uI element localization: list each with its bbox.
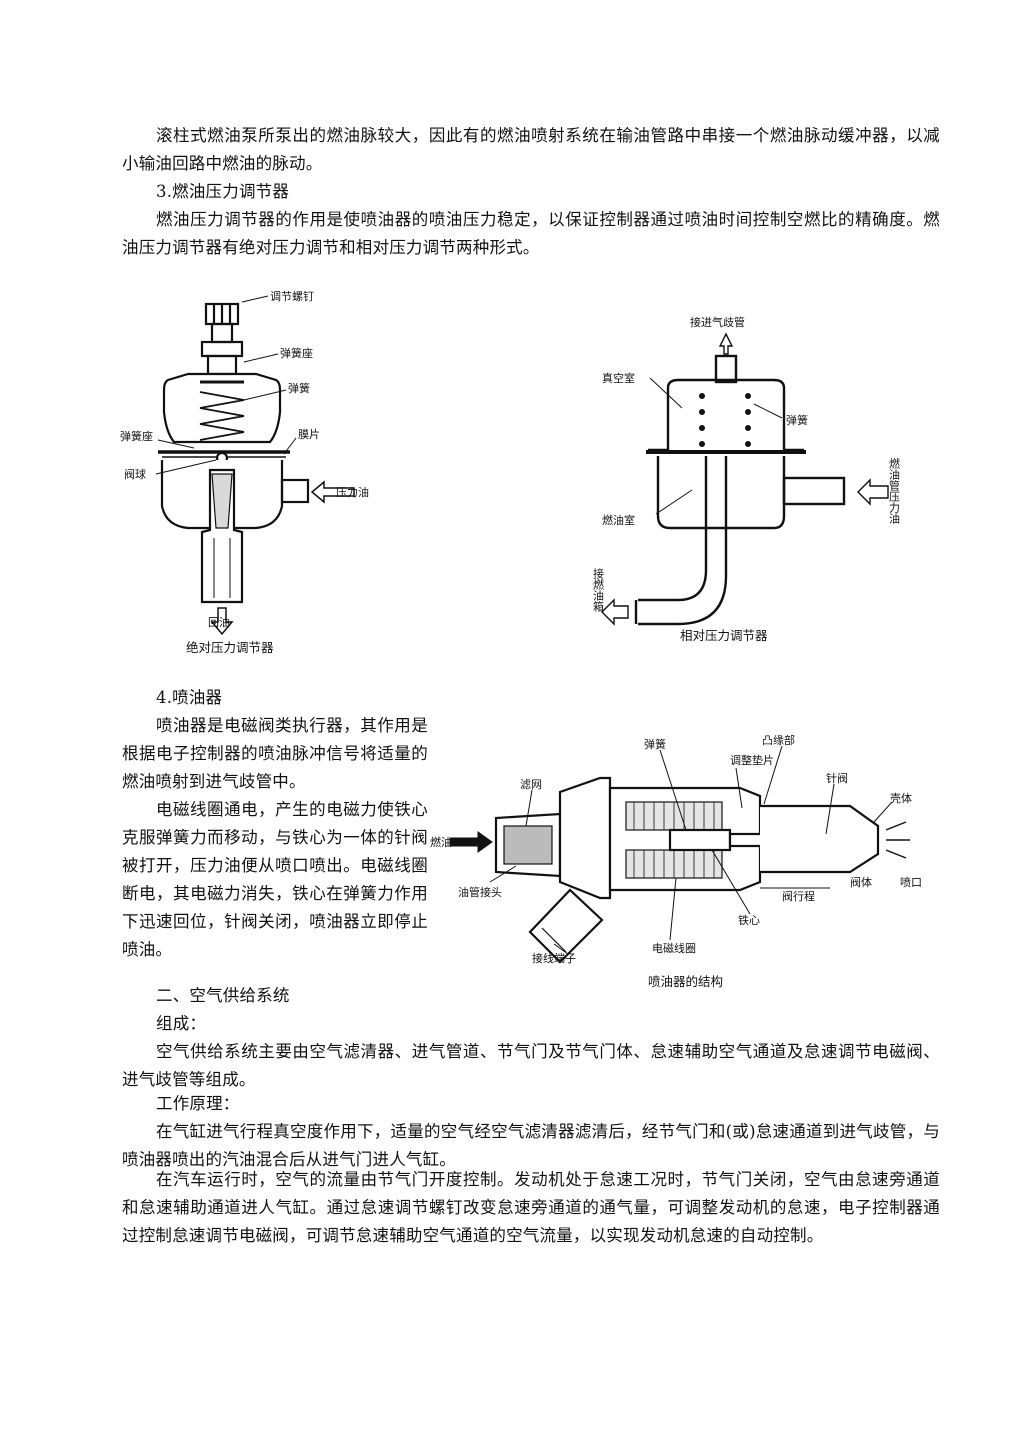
- label-fuel-in: 燃油: [430, 835, 452, 849]
- label-injector-spring: 弹簧: [644, 737, 666, 751]
- label-to-manifold: 接进气歧管: [690, 315, 745, 329]
- label-spring: 弹簧: [288, 381, 310, 395]
- relative-regulator-figure: 接进气歧管 真空室 弹簧 燃油室 燃油管压力油 接燃油箱 相对压力调节器: [592, 315, 901, 643]
- heading-injector: 4.喷油器: [156, 688, 223, 707]
- heading-air-supply: 二、空气供给系统: [156, 986, 290, 1005]
- caption-relative: 相对压力调节器: [680, 628, 768, 643]
- paragraph-fuel-pulse: 滚柱式燃油泵所泵出的燃油脉较大，因此有的燃油喷射系统在输油管路中串接一个燃油脉动…: [122, 126, 940, 173]
- label-spring-seat-left: 弹簧座: [120, 429, 153, 443]
- label-housing: 壳体: [890, 791, 912, 805]
- label-to-tank: 接燃油箱: [592, 568, 605, 613]
- caption-absolute: 绝对压力调节器: [186, 640, 274, 655]
- label-core: 铁心: [738, 914, 760, 927]
- label-filter: 滤网: [520, 778, 542, 791]
- label-coil: 电磁线圈: [652, 941, 696, 955]
- label-valve-body: 阀体: [850, 875, 872, 889]
- label-valve-ball: 阀球: [124, 467, 146, 481]
- label-flange: 凸缘部: [762, 733, 795, 747]
- label-return-oil: 回油: [208, 615, 230, 629]
- label-diaphragm: 膜片: [298, 428, 320, 441]
- paragraph-air-principle: 在气缸进气行程真空度作用下，适量的空气经空气滤清器滤清后，经节气门和(或)怠速通…: [122, 1122, 940, 1169]
- heading-pressure-regulator: 3.燃油压力调节器: [156, 182, 290, 201]
- label-inlet: 油管接头: [458, 885, 502, 899]
- label-spring-relative: 弹簧: [786, 413, 808, 427]
- paragraph-air-composition: 空气供给系统主要由空气滤清器、进气管道、节气门及节气门体、怠速辅助空气通道及怠速…: [122, 1042, 940, 1089]
- label-spring-seat-top: 弹簧座: [280, 346, 313, 360]
- label-fuel-chamber: 燃油室: [602, 513, 635, 527]
- label-composition: 组成：: [156, 1014, 207, 1033]
- label-fuel-rail-oil: 燃油管压力油: [888, 457, 901, 524]
- paragraph-injector-intro: 喷油器是电磁阀类执行器，其作用是根据电子控制器的喷油脉冲信号将适量的燃油喷射到进…: [122, 716, 428, 791]
- paragraph-idle-control: 在汽车运行时，空气的流量由节气门开度控制。发动机处于怠速工况时，节气门关闭，空气…: [122, 1170, 940, 1245]
- label-pressure-oil: 压力油: [336, 485, 369, 499]
- paragraph-injector-operation: 电磁线圈通电，产生的电磁力使铁心克服弹簧力而移动，与铁心为一体的针阀被打开，压力…: [122, 800, 428, 959]
- label-needle: 针阀: [826, 771, 848, 785]
- label-terminal: 接线端子: [532, 951, 576, 965]
- absolute-regulator-figure: 调节螺钉 弹簧座 弹簧 弹簧座 膜片 阀球 压力油 回油 绝对压力调节器: [120, 290, 369, 655]
- paragraph-regulator-function: 燃油压力调节器的作用是使喷油器的喷油压力稳定，以保证控制器通过喷油时间控制空燃比…: [122, 210, 940, 257]
- caption-injector: 喷油器的结构: [648, 974, 723, 989]
- label-nozzle: 喷口: [900, 876, 922, 889]
- label-shim: 调整垫片: [730, 753, 774, 767]
- label-vacuum-chamber: 真空室: [602, 371, 635, 385]
- injector-figure: 弹簧 凸缘部 调整垫片 滤网 针阀 壳体 燃油 油管接头 阀行程 阀体 喷口 铁…: [430, 733, 922, 989]
- label-principle: 工作原理：: [156, 1094, 240, 1113]
- label-adjust-screw: 调节螺钉: [270, 290, 314, 303]
- label-stroke: 阀行程: [782, 889, 815, 903]
